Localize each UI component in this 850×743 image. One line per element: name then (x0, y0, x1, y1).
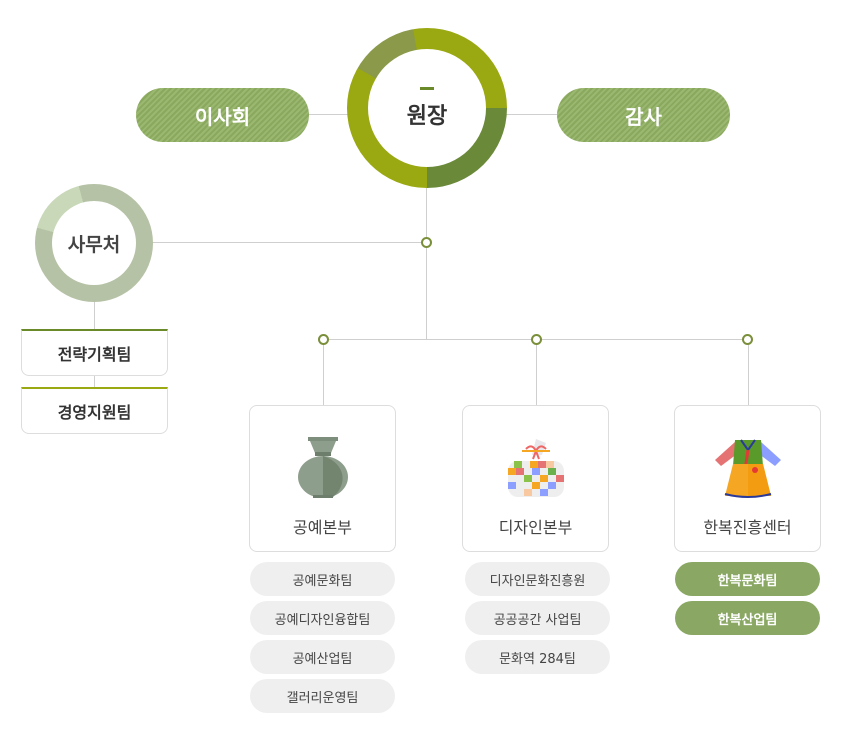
team-public-space[interactable]: 공공공간 사업팀 (465, 601, 610, 635)
director-node[interactable]: 원장 (347, 28, 507, 188)
team-craft-design-convergence[interactable]: 공예디자인융합팀 (250, 601, 395, 635)
accent-dash (420, 86, 434, 90)
dept-label: 한복진흥센터 (703, 518, 792, 537)
office-label: 사무처 (67, 233, 121, 256)
office-node[interactable]: 사무처 (35, 184, 153, 302)
wrapped-bundle-icon (496, 436, 576, 500)
office-team-management[interactable]: 경영지원팀 (21, 387, 168, 434)
office-team-strategy[interactable]: 전략기획팀 (21, 329, 168, 376)
vase-icon (283, 436, 363, 500)
connector-line (150, 242, 427, 243)
connector-line (323, 339, 324, 405)
dept-hanbok[interactable]: 한복진흥센터 (674, 405, 821, 552)
junction-dot (318, 334, 329, 345)
team-hanbok-culture[interactable]: 한복문화팀 (675, 562, 820, 596)
team-craft-industry[interactable]: 공예산업팀 (250, 640, 395, 674)
team-culture-station-284[interactable]: 문화역 284팀 (465, 640, 610, 674)
dept-design[interactable]: 디자인본부 (462, 405, 609, 552)
junction-dot (742, 334, 753, 345)
junction-dot (531, 334, 542, 345)
team-hanbok-industry[interactable]: 한복산업팀 (675, 601, 820, 635)
hanbok-icon (708, 436, 788, 500)
junction-dot (421, 237, 432, 248)
connector-line (426, 180, 427, 340)
connector-line (536, 339, 537, 405)
team-gallery-operation[interactable]: 갤러리운영팀 (250, 679, 395, 713)
dept-label: 공예본부 (293, 518, 352, 537)
team-design-culture-promotion[interactable]: 디자인문화진흥원 (465, 562, 610, 596)
team-craft-culture[interactable]: 공예문화팀 (250, 562, 395, 596)
audit-node[interactable]: 감사 (557, 88, 730, 142)
board-node[interactable]: 이사회 (136, 88, 309, 142)
director-label: 원장 (406, 103, 448, 129)
connector-line (748, 339, 749, 405)
dept-craft[interactable]: 공예본부 (249, 405, 396, 552)
dept-label: 디자인본부 (498, 518, 573, 537)
